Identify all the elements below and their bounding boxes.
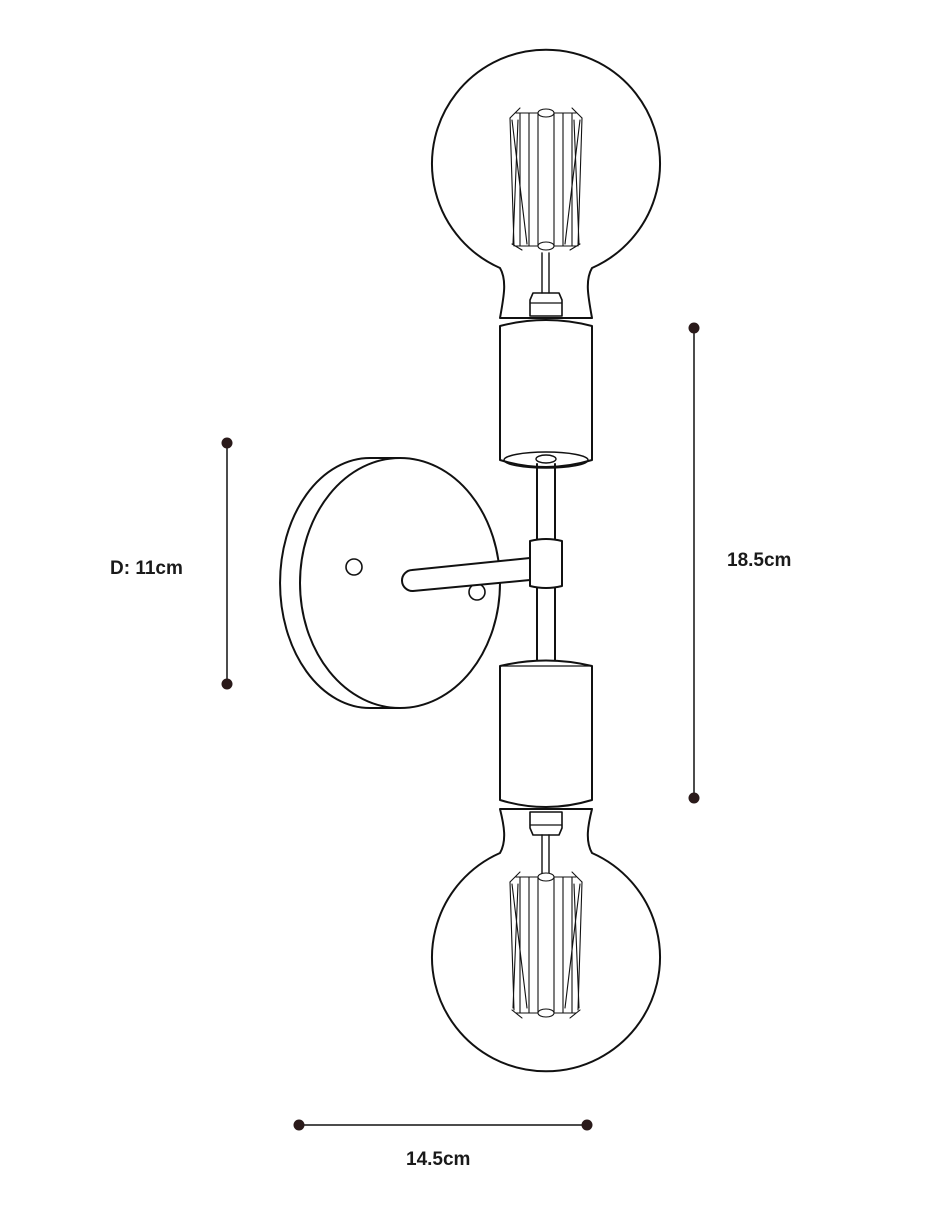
connector — [529, 538, 563, 589]
bottom-filament — [509, 871, 583, 1019]
height-dimension-line — [688, 322, 700, 804]
width-label: 14.5cm — [406, 1149, 471, 1170]
height-label: 18.5cm — [727, 550, 792, 571]
top-bulb — [431, 48, 661, 319]
bottom-socket — [499, 659, 593, 808]
top-filament — [509, 107, 583, 251]
depth-dimension-line — [221, 437, 233, 690]
width-dimension-line — [293, 1119, 593, 1131]
wall-plate — [279, 457, 501, 709]
top-socket — [499, 319, 593, 469]
bottom-bulb — [431, 808, 661, 1073]
depth-label: D: 11cm — [110, 558, 183, 579]
arm — [401, 557, 531, 593]
